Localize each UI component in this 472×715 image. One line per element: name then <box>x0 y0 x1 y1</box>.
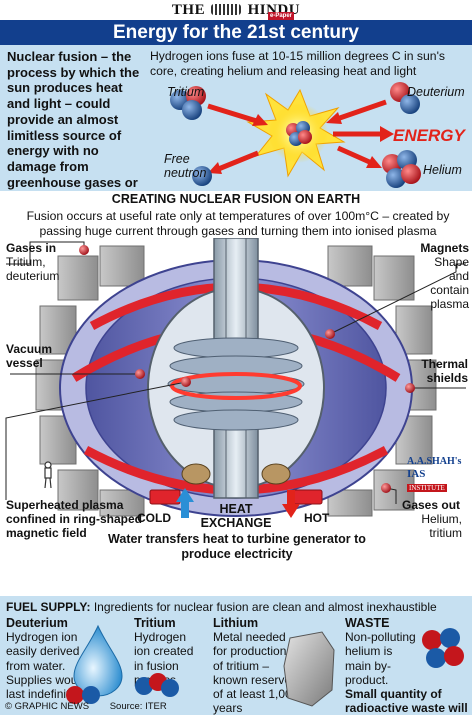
leader-lines <box>5 241 466 504</box>
hot-arrow-icon <box>282 490 300 518</box>
gases-out-title: Gases out <box>402 498 461 512</box>
waste-bold-note: Small quantity of radioactive waste will… <box>345 687 468 715</box>
tritium-body: Hydrogen ion created in fusion process <box>134 630 194 687</box>
section-heading: CREATING NUCLEAR FUSION ON EARTH <box>111 192 361 206</box>
fusion-reaction-diagram <box>170 82 421 188</box>
waste-column: WASTE Non-polluting helium is main by-pr… <box>345 616 469 715</box>
credit-source: Source: ITER <box>109 701 167 712</box>
masthead-left: THE <box>171 2 206 18</box>
magnets-title: Magnets <box>420 241 469 255</box>
vacuum-vessel-label: Vacuum vessel <box>6 342 53 370</box>
tritium-label: Tritium <box>167 85 205 99</box>
waste-title: WASTE <box>345 616 390 630</box>
helium-small-atom-icon <box>422 628 464 668</box>
cold-label: COLD <box>137 511 171 525</box>
lead-text: Nuclear fusion – the process by which th… <box>7 49 140 205</box>
fuel-heading: FUEL SUPPLY: Ingredients for nuclear fus… <box>6 600 470 614</box>
tritium-title: Tritium <box>134 616 176 630</box>
tokamak-diagram <box>5 238 466 517</box>
thermal-shields-label: Thermal shields <box>421 357 468 385</box>
gases-out-callout: Gases out Helium, tritium <box>402 498 468 540</box>
free-neutron-label: Free neutron <box>164 152 207 180</box>
free-neutron-icon <box>192 166 212 186</box>
energy-label: ENERGY <box>393 126 465 145</box>
lithium-rock-icon <box>283 631 335 707</box>
outer-shield-blocks <box>35 245 437 517</box>
magnets-callout: Magnets Shape and contain plasma <box>415 241 469 311</box>
credit-left: © GRAPHIC NEWS <box>5 701 90 712</box>
page-title: Energy for the 21st century <box>0 20 472 45</box>
gases-out-body: Helium, tritium <box>421 512 462 540</box>
institute-badge: A.A.SHAH's IAS INSTITUTE <box>407 456 467 492</box>
heat-exchange-label: HEAT EXCHANGE <box>200 502 272 530</box>
tritium-column: Tritium Hydrogen ion created in fusion p… <box>134 616 204 687</box>
reaction-arrows <box>207 99 394 174</box>
lithium-title: Lithium <box>213 616 259 630</box>
epaper-badge: e-Paper <box>268 12 294 21</box>
cold-arrow-icon <box>176 488 194 518</box>
lithium-column: Lithium Metal needed for production of t… <box>213 616 311 715</box>
waste-body: Non-polluting helium is main by-product. <box>345 630 416 687</box>
callout-dots <box>79 245 415 493</box>
badge-sub1: IAS <box>407 468 426 480</box>
masthead: THE HINDU <box>0 0 472 20</box>
tritium-small-atom-icon <box>135 673 179 697</box>
helium-label: Helium <box>423 163 462 177</box>
deuterium-atom-icon <box>390 82 420 114</box>
conditions-text: Fusion occurs at useful rate only at tem… <box>26 209 450 238</box>
deuterium-body: Hydrogen ion easily derived from water. … <box>6 630 87 702</box>
deuterium-small-atom-icon <box>66 686 100 704</box>
deuterium-label: Deuterium <box>407 85 465 99</box>
fuel-heading-rest: Ingredients for nuclear fusion are clean… <box>93 600 437 614</box>
magnets-body: Shape and contain plasma <box>430 255 469 311</box>
plasma-ring <box>170 372 302 400</box>
badge-name: A.A.SHAH's <box>407 456 462 467</box>
gases-in-title: Gases in <box>6 241 57 255</box>
deuterium-title: Deuterium <box>6 616 68 630</box>
central-nucleus-icon <box>286 121 312 146</box>
badge-sub2: INSTITUTE <box>407 484 447 492</box>
helium-atom-icon <box>382 150 421 188</box>
hot-label: HOT <box>304 511 330 525</box>
person-scale-icon <box>44 461 52 489</box>
tritium-atom-icon <box>170 86 206 120</box>
turbine-caption: Water transfers heat to turbine generato… <box>108 532 366 561</box>
plasma-label: Superheated plasma confined in ring-shap… <box>6 498 143 540</box>
sun-caption: Hydrogen ions fuse at 10-15 million degr… <box>150 49 445 78</box>
heat-arrows <box>176 488 300 518</box>
gases-in-body: Tritium, deuterium <box>6 255 60 283</box>
fuel-heading-bold: FUEL SUPPLY: <box>6 600 91 614</box>
gases-in-callout: Gases in Tritium, deuterium <box>6 241 66 283</box>
divertors <box>181 463 291 485</box>
emblem-icon <box>211 4 242 15</box>
credits: © GRAPHIC NEWS Source: ITER <box>5 701 167 712</box>
deuterium-column: Deuterium Hydrogen ion easily derived fr… <box>6 616 96 701</box>
lithium-body: Metal needed for production of tritium –… <box>213 630 299 715</box>
